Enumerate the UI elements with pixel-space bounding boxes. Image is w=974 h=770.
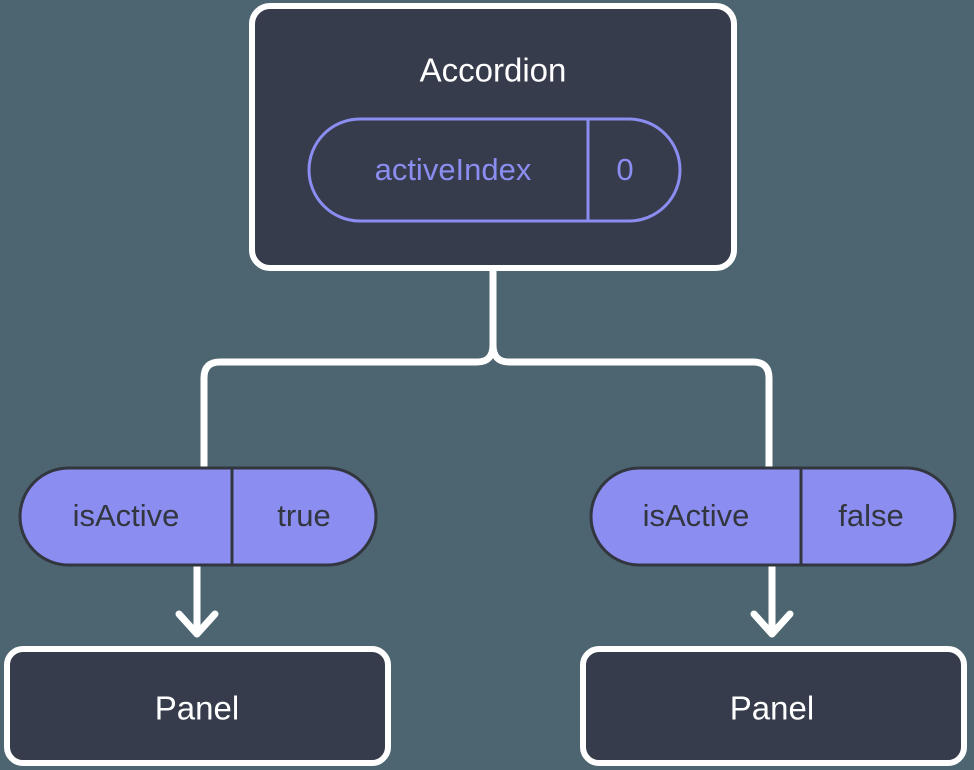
node-panel-right[interactable]: Panel [580,646,967,766]
right-branch-prop-value: false [838,498,903,533]
arrow-right-head-icon [750,610,794,638]
accordion-prop-pill[interactable]: activeIndex 0 [307,117,682,223]
right-branch-prop-name: isActive [643,498,750,533]
left-branch-prop-name: isActive [73,498,180,533]
left-branch-prop-value: true [277,498,330,533]
node-panel-left[interactable]: Panel [4,646,391,766]
accordion-prop-value: 0 [616,152,633,187]
panel-left-title: Panel [155,690,239,727]
right-branch-prop-pill[interactable]: isActive false [589,466,957,567]
accordion-title: Accordion [420,52,567,89]
accordion-prop-pill-bg[interactable] [307,117,682,223]
panel-left-box[interactable] [4,646,391,766]
left-branch-pill-bg[interactable] [18,466,378,567]
arrow-left-head-icon [175,610,219,638]
panel-right-title: Panel [730,690,814,727]
left-branch-prop-pill[interactable]: isActive true [18,466,378,567]
right-branch-pill-bg[interactable] [589,466,957,567]
panel-right-box[interactable] [580,646,967,766]
connector-right-arm [489,344,773,468]
node-accordion[interactable]: Accordion activeIndex 0 [249,3,737,271]
accordion-prop-name: activeIndex [375,152,532,187]
accordion-box[interactable] [249,3,737,271]
